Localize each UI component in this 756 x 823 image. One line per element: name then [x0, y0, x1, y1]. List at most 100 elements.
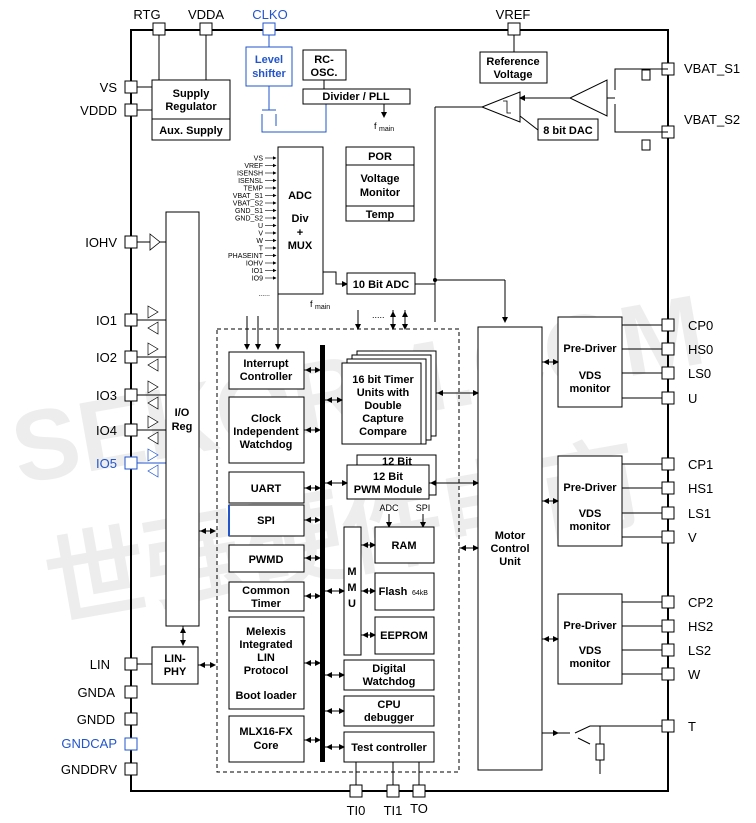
svg-text:IO5: IO5 [96, 456, 117, 471]
pin-ti0: TI0 [347, 762, 365, 818]
svg-text:GNDA: GNDA [77, 685, 115, 700]
adc-10bit-block: 10 Bit ADC [346, 272, 435, 295]
timer-units-block: 16 bit Timer Units with Double Capture C… [325, 350, 437, 445]
svg-text:ADC: ADC [379, 503, 399, 513]
svg-text:Unit: Unit [499, 556, 521, 568]
svg-text:VDDD: VDDD [80, 103, 117, 118]
svg-text:MLX16-FX: MLX16-FX [239, 726, 293, 738]
svg-text:Controller: Controller [240, 371, 293, 383]
pin-u: U [661, 391, 697, 406]
svg-text:RTG: RTG [133, 7, 160, 22]
svg-text:VBAT_S1: VBAT_S1 [684, 61, 740, 76]
pin-clko: CLKO [252, 7, 288, 47]
pin-iohv: IOHV [85, 233, 166, 251]
svg-text:LIN: LIN [257, 652, 275, 664]
svg-text:12 Bit: 12 Bit [373, 471, 403, 483]
svg-text:Level: Level [255, 54, 283, 66]
svg-text:Div: Div [291, 213, 309, 225]
svg-text:M: M [347, 566, 356, 578]
svg-text:UART: UART [251, 483, 282, 495]
pin-ls1: LS1 [661, 506, 711, 521]
lin-phy-block: LIN- PHY [151, 646, 216, 685]
svg-text:W: W [688, 667, 701, 682]
pin-hs0: HS0 [661, 342, 713, 357]
pin-gnddrv: GNDDRV [61, 762, 138, 777]
svg-text:VDDA: VDDA [188, 7, 224, 22]
svg-text:+: + [297, 227, 303, 239]
svg-text:VREF: VREF [496, 7, 531, 22]
pin-io2: IO2 [96, 342, 166, 372]
svg-text:Reference: Reference [486, 56, 539, 68]
svg-text:Core: Core [253, 740, 278, 752]
svg-text:LIN-: LIN- [164, 653, 186, 665]
common-timer-block: Common Timer [228, 581, 305, 612]
pin-t: T [661, 719, 696, 734]
pwmd-block: PWMD [228, 544, 305, 573]
svg-text:VDS: VDS [579, 645, 602, 657]
svg-text:CPU: CPU [377, 699, 400, 711]
level-shifter-block: Level shifter [245, 46, 327, 133]
adc-input-label: W [256, 238, 263, 245]
svg-text:Supply: Supply [173, 88, 211, 100]
svg-text:Pre-Driver: Pre-Driver [563, 343, 617, 355]
svg-text:Temp: Temp [366, 209, 395, 221]
lin-protocol-block: Melexis Integrated LIN Protocol Boot loa… [228, 616, 305, 710]
svg-text:Reg: Reg [172, 421, 193, 433]
svg-text:VDS: VDS [579, 370, 602, 382]
svg-text:CP1: CP1 [688, 457, 713, 472]
svg-text:Timer: Timer [251, 598, 281, 610]
svg-text:Aux. Supply: Aux. Supply [159, 125, 223, 137]
mcu-boundary [216, 328, 460, 773]
pin-io1: IO1 [96, 305, 166, 335]
svg-text:debugger: debugger [364, 712, 415, 724]
adc-input-label: U [258, 223, 263, 230]
svg-text:GNDDRV: GNDDRV [61, 762, 117, 777]
pin-to: TO [410, 762, 428, 816]
svg-text:ADC: ADC [288, 190, 312, 202]
svg-text:Flash: Flash [379, 586, 408, 598]
svg-text:main: main [379, 126, 394, 133]
svg-text:IOHV: IOHV [85, 235, 117, 250]
svg-text:SPI: SPI [416, 503, 431, 513]
adc-input-list: VSVREFISENSHISENSLTEMPVBAT_S1VBAT_S2GND_… [228, 156, 277, 298]
svg-text:Clock: Clock [251, 413, 282, 425]
svg-text:T: T [688, 719, 696, 734]
pre-driver-2-block: Pre-Driver VDS monitor [542, 593, 662, 685]
svg-text:10 Bit ADC: 10 Bit ADC [353, 279, 409, 291]
svg-text:Interrupt: Interrupt [243, 358, 289, 370]
svg-text:Units with: Units with [357, 387, 410, 399]
svg-text:16 bit Timer: 16 bit Timer [352, 374, 414, 386]
adc-input-label: PHASEINT [228, 253, 264, 260]
core-block: MLX16-FX Core [228, 715, 305, 763]
svg-text:f: f [374, 121, 377, 131]
adc-input-label: TEMP [244, 186, 264, 193]
svg-text:HS1: HS1 [688, 481, 713, 496]
pin-vddd: VDDD [80, 103, 152, 118]
spi-block: SPI [228, 504, 305, 537]
por-monitor-block: POR Voltage Monitor Temp [345, 146, 415, 222]
pin-vbat-s1: VBAT_S1 [661, 61, 740, 76]
svg-text:M: M [347, 582, 356, 594]
pin-w: W [661, 667, 701, 682]
svg-text:VBAT_S2: VBAT_S2 [684, 112, 740, 127]
svg-text:POR: POR [368, 151, 392, 163]
pin-cp1: CP1 [661, 457, 713, 472]
pin-cp0: CP0 [661, 318, 713, 333]
svg-text:RC-: RC- [314, 54, 334, 66]
svg-text:Monitor: Monitor [360, 187, 401, 199]
svg-text:Divider / PLL: Divider / PLL [322, 91, 390, 103]
pin-hs1: HS1 [661, 481, 713, 496]
adc-input-label: VBAT_S2 [233, 201, 263, 208]
pin-ls2: LS2 [661, 643, 711, 658]
pin-v: V [661, 530, 697, 545]
svg-text:Pre-Driver: Pre-Driver [563, 482, 617, 494]
svg-text:Watchdog: Watchdog [240, 439, 293, 451]
pin-io4: IO4 [96, 415, 166, 445]
adc-input-label: ISENSL [238, 178, 263, 185]
reference-voltage-block: Reference Voltage [479, 51, 548, 84]
svg-text:Voltage: Voltage [494, 69, 533, 81]
top-arrows: f main ..... [244, 294, 408, 350]
svg-text:MUX: MUX [288, 240, 313, 252]
pin-cp2: CP2 [661, 595, 713, 610]
